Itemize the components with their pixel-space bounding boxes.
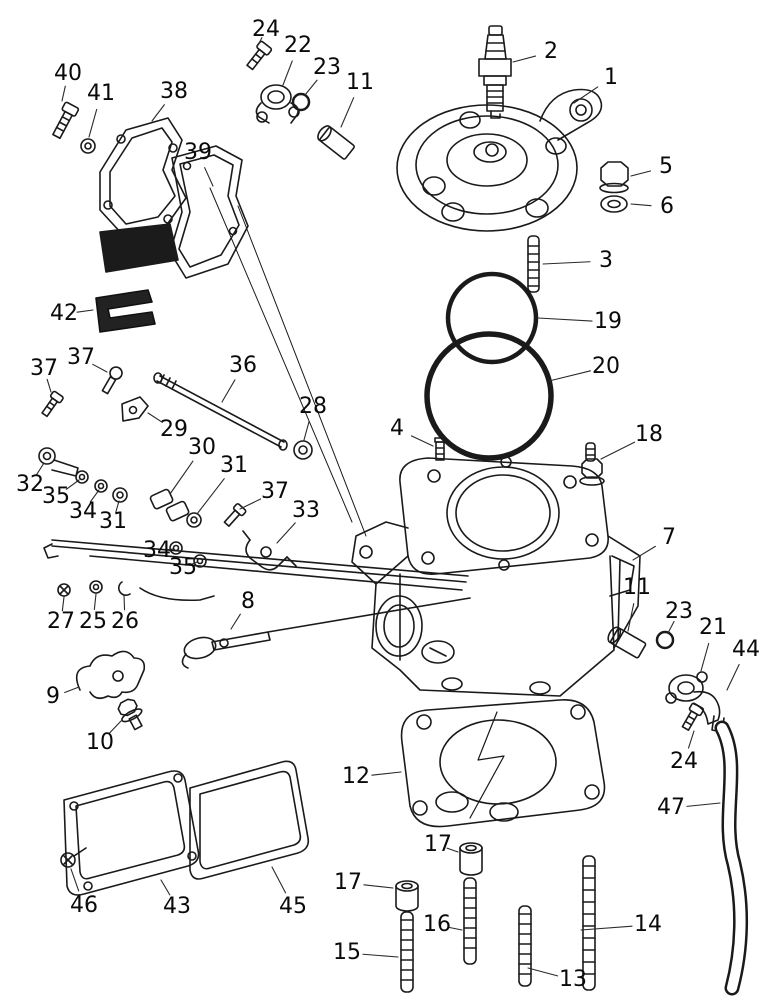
callout-36: 36 bbox=[229, 353, 257, 378]
callout-34: 34 bbox=[69, 499, 97, 524]
gasket-39 bbox=[169, 145, 249, 279]
callout-14: 14 bbox=[634, 912, 662, 937]
o-ring-23-top bbox=[291, 92, 311, 112]
callout-42: 42 bbox=[50, 301, 78, 326]
bolt-24-right bbox=[681, 702, 705, 731]
callout-12: 12 bbox=[342, 764, 370, 789]
hose-47 bbox=[714, 720, 749, 996]
callout-41: 41 bbox=[87, 81, 115, 106]
washer-41 bbox=[80, 138, 96, 154]
gasket-38 bbox=[99, 117, 187, 273]
callout-20: 20 bbox=[592, 354, 620, 379]
callout-11: 11 bbox=[623, 575, 651, 600]
callout-35: 35 bbox=[169, 555, 197, 580]
callout-11: 11 bbox=[346, 70, 374, 95]
seal-42 bbox=[95, 289, 156, 333]
callout-10: 10 bbox=[86, 730, 114, 755]
cover-gasket-45 bbox=[189, 760, 310, 880]
collar-17a bbox=[459, 842, 483, 876]
collar-17b bbox=[395, 880, 419, 912]
callout-39: 39 bbox=[184, 140, 212, 165]
flange-nut-5 bbox=[599, 161, 629, 194]
callout-33: 33 bbox=[292, 498, 320, 523]
callout-19: 19 bbox=[594, 309, 622, 334]
callout-30: 30 bbox=[188, 435, 216, 460]
callout-1: 1 bbox=[604, 65, 618, 90]
callout-32: 32 bbox=[16, 472, 44, 497]
callout-17: 17 bbox=[334, 870, 362, 895]
spark-plug bbox=[478, 25, 512, 119]
callout-8: 8 bbox=[241, 589, 255, 614]
o-ring-20 bbox=[424, 331, 554, 461]
alignment-lines bbox=[209, 187, 367, 537]
bolt-10 bbox=[117, 698, 143, 731]
callout-27: 27 bbox=[47, 609, 75, 634]
callout-25: 25 bbox=[79, 609, 107, 634]
callout-40: 40 bbox=[54, 61, 82, 86]
callout-46: 46 bbox=[70, 893, 98, 918]
cylinder bbox=[351, 456, 641, 697]
washer-6 bbox=[600, 195, 628, 213]
callout-5: 5 bbox=[659, 154, 673, 179]
callout-44: 44 bbox=[732, 637, 760, 662]
o-ring-19 bbox=[445, 271, 539, 365]
callout-13: 13 bbox=[559, 967, 587, 992]
callout-47: 47 bbox=[657, 795, 685, 820]
callout-15: 15 bbox=[333, 940, 361, 965]
stud-18 bbox=[579, 442, 605, 486]
washer-28 bbox=[293, 440, 313, 460]
bolt-40 bbox=[52, 101, 80, 140]
callout-7: 7 bbox=[662, 525, 676, 550]
callout-3: 3 bbox=[599, 248, 613, 273]
o-ring-23-right bbox=[655, 630, 675, 650]
leader-lines bbox=[35, 37, 740, 977]
callout-38: 38 bbox=[160, 79, 188, 104]
pin-4 bbox=[434, 437, 446, 461]
callout-26: 26 bbox=[111, 609, 139, 634]
dowel-11-right bbox=[607, 626, 647, 659]
wire-9 bbox=[75, 650, 146, 700]
callout-23: 23 bbox=[665, 599, 693, 624]
governor-linkage bbox=[38, 366, 469, 602]
stud-14 bbox=[582, 855, 596, 991]
callout-2: 2 bbox=[544, 39, 558, 64]
cover-43 bbox=[63, 770, 200, 896]
callout-6: 6 bbox=[660, 194, 674, 219]
callout-23: 23 bbox=[313, 55, 341, 80]
cylinder-head bbox=[396, 88, 603, 232]
stud-13 bbox=[518, 905, 532, 987]
callout-18: 18 bbox=[635, 422, 663, 447]
stud-3 bbox=[527, 235, 540, 293]
callout-37: 37 bbox=[30, 356, 58, 381]
dowel-11-top bbox=[317, 125, 355, 160]
stud-15 bbox=[400, 911, 414, 993]
base-gasket-12 bbox=[400, 699, 606, 828]
power-valve-8 bbox=[181, 597, 471, 669]
callout-34: 34 bbox=[143, 538, 171, 563]
callout-24: 24 bbox=[670, 749, 698, 774]
callout-4: 4 bbox=[390, 416, 404, 441]
callout-16: 16 bbox=[423, 912, 451, 937]
callout-29: 29 bbox=[160, 417, 188, 442]
callout-35: 35 bbox=[42, 484, 70, 509]
callout-9: 9 bbox=[46, 684, 60, 709]
stud-16 bbox=[463, 877, 477, 965]
callout-31: 31 bbox=[99, 509, 127, 534]
screw-46 bbox=[60, 847, 87, 868]
callout-43: 43 bbox=[163, 894, 191, 919]
callout-37: 37 bbox=[67, 345, 95, 370]
callout-28: 28 bbox=[299, 394, 327, 419]
callout-24: 24 bbox=[252, 17, 280, 42]
rod-36 bbox=[153, 372, 288, 451]
callout-21: 21 bbox=[699, 615, 727, 640]
callout-31: 31 bbox=[220, 453, 248, 478]
callout-37: 37 bbox=[261, 479, 289, 504]
callout-22: 22 bbox=[284, 33, 312, 58]
callout-45: 45 bbox=[279, 894, 307, 919]
callout-17: 17 bbox=[424, 832, 452, 857]
joint-fitting-21 bbox=[665, 671, 708, 704]
